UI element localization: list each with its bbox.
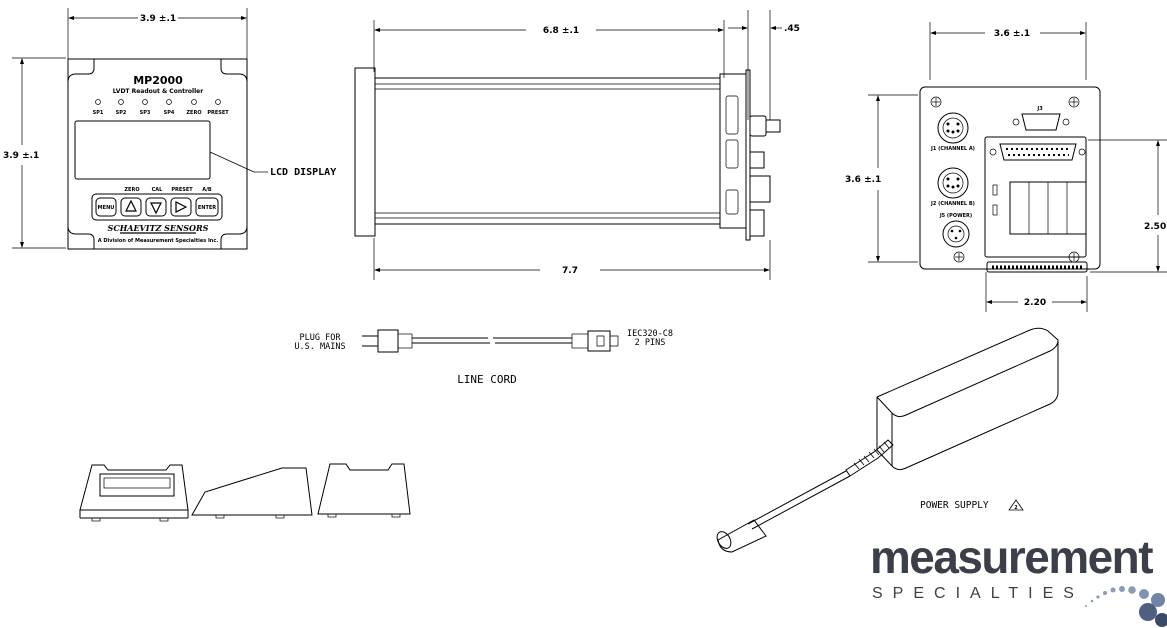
indicator-label: PRESET <box>207 110 229 116</box>
model-subtitle: LVDT Readout & Controller <box>113 88 203 95</box>
mounting-stands <box>79 463 411 522</box>
side-length-dim: 6.8 ±.1 <box>543 26 579 36</box>
j2-connector <box>937 167 969 199</box>
note-number: 2 <box>1014 505 1018 511</box>
up-key <box>120 197 142 217</box>
power-supply: POWER SUPPLY 2 <box>716 327 1059 553</box>
side-view: 6.8 ±.1 .45 7.7 <box>354 10 800 280</box>
logo-sub: SPECIALTIES <box>872 585 1084 602</box>
j3-label: J3 <box>1036 106 1043 112</box>
indicator-leds: SP1 SP2 SP3 SP4 ZERO PRESET <box>93 99 229 116</box>
measurement-specialties-logo: measurement SPECIALTIES <box>870 531 1167 627</box>
indicator-label: SP4 <box>164 110 175 116</box>
rear-bottom-dim: 2.20 <box>1024 298 1046 308</box>
model-name: MP2000 <box>133 74 183 87</box>
plug-label-line2: U.S. MAINS <box>294 342 345 352</box>
rear-width-dim: 3.6 ±.1 <box>994 29 1030 39</box>
button-label: CAL <box>152 187 164 193</box>
down-key <box>145 197 167 217</box>
rear-right-dim: 2.50 <box>1144 222 1166 232</box>
front-width-dim: 3.9 ±.1 <box>140 14 176 24</box>
lcd-display <box>74 120 211 180</box>
logo-word: measurement <box>870 531 1153 583</box>
front-view: 3.9 ±.1 3.9 ±.1 MP2000 LVDT Readout & Co… <box>3 8 336 250</box>
rear-depth-dim: .45 <box>784 24 800 34</box>
iec-label-line1: IEC320-C8 <box>627 329 673 339</box>
rear-height-dim: 3.6 ±.1 <box>845 175 881 185</box>
db25-connector <box>999 143 1077 161</box>
j5-label: J5 (POWER) <box>939 213 972 219</box>
us-plug <box>377 329 399 353</box>
line-cord: PLUG FOR U.S. MAINS IEC320-C8 2 PINS LIN… <box>294 329 673 386</box>
button-label: ZERO <box>124 187 139 193</box>
keypad <box>91 193 223 221</box>
right-key <box>170 197 192 217</box>
j2-label: J2 (CHANNEL B) <box>930 201 975 207</box>
iec-label-line2: 2 PINS <box>635 338 666 348</box>
menu-key <box>95 197 117 217</box>
logo-dots-icon <box>1085 586 1167 627</box>
j1-label: J1 (CHANNEL A) <box>930 146 975 152</box>
button-label: PRESET <box>171 187 193 193</box>
db25-pins <box>1006 148 1071 156</box>
j1-connector <box>937 112 969 144</box>
rear-view: 3.6 ±.1 3.6 ±.1 J3 J1 (CHANNEL A) J2 (CH… <box>845 22 1167 312</box>
menu-key-label: MENU <box>98 205 115 211</box>
front-height-dim: 3.9 ±.1 <box>3 151 39 161</box>
line-cord-title: LINE CORD <box>457 373 517 386</box>
indicator-label: SP2 <box>116 110 127 116</box>
indicator-label: SP1 <box>93 110 104 116</box>
iec-connector <box>587 330 611 352</box>
indicator-label: SP3 <box>140 110 151 116</box>
enter-key <box>195 197 219 217</box>
button-label: A/B <box>202 187 212 193</box>
j3-connector <box>1021 113 1061 131</box>
enter-key-label: ENTER <box>198 205 216 211</box>
schaevitz-logo: SCHAEVITZ SENSORS <box>108 223 209 233</box>
division-text: A Division of Measurement Specialties In… <box>98 238 219 244</box>
power-supply-label: POWER SUPPLY <box>920 500 989 511</box>
side-total-dim: 7.7 <box>562 266 578 276</box>
j5-connector <box>942 220 970 248</box>
warning-triangle-icon <box>1008 499 1024 511</box>
indicator-label: ZERO <box>186 110 201 116</box>
lcd-callout: LCD DISPLAY <box>270 167 336 178</box>
plug-label-line1: PLUG FOR <box>300 333 342 343</box>
